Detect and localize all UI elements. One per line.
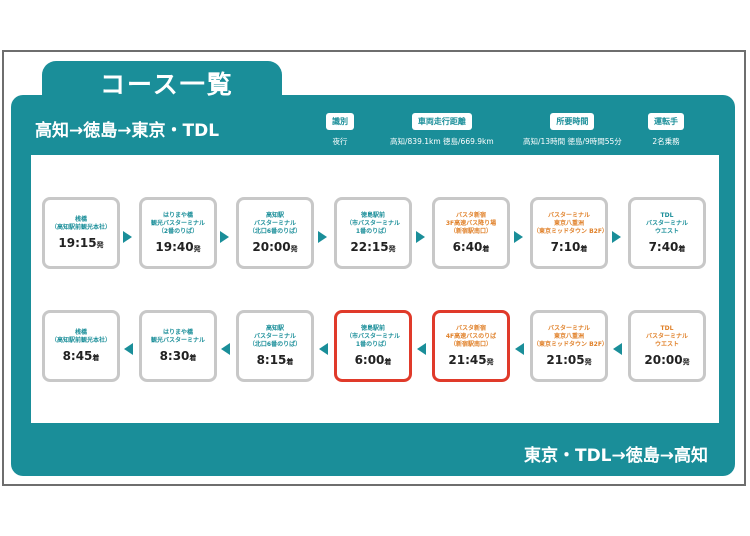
- stop-name: バスタ新宿 3F高速バス降り場 （新宿駅南口）: [445, 212, 497, 235]
- outbound-stop-1: 桟橋 （高知駅前観光本社） 19:15発: [42, 197, 120, 269]
- arrow-right-icon: [612, 231, 621, 243]
- info-type: 識別 夜行: [326, 113, 354, 147]
- return-stop-5: バスタ新宿 4F高速バスのりば （新宿駅南口） 21:45発: [432, 310, 510, 382]
- info-driver-value: 2名乗務: [652, 137, 680, 146]
- arrow-left-icon: [319, 343, 328, 355]
- info-driver-label: 運転手: [648, 113, 684, 130]
- stop-name: 高知駅 バスターミナル （北口6番のりば）: [248, 212, 302, 235]
- arrow-left-icon: [417, 343, 426, 355]
- return-route-title: 東京・TDL→徳島→高知: [523, 446, 708, 466]
- stop-name: TDL バスターミナル ウエスト: [645, 212, 688, 235]
- stop-name: 桟橋 （高知駅前観光本社）: [50, 216, 111, 231]
- info-distance-label: 車両走行距離: [411, 113, 472, 130]
- outbound-stop-5: バスタ新宿 3F高速バス降り場 （新宿駅南口） 6:40着: [432, 197, 510, 269]
- stop-name: 徳島駅前 （市バスターミナル 1番のりば）: [345, 325, 400, 348]
- stop-time: 7:10着: [550, 240, 588, 254]
- tab-title: コース一覧: [100, 70, 234, 99]
- stop-name: はりまや橋 観光バスターミナル: [150, 329, 205, 344]
- stop-time: 8:30着: [159, 349, 197, 363]
- info-duration: 所要時間 高知/13時間 徳島/9時間55分: [523, 113, 622, 147]
- stop-time: 20:00発: [252, 240, 298, 254]
- outbound-route-title: 高知→徳島→東京・TDL: [35, 121, 220, 141]
- info-duration-value: 高知/13時間 徳島/9時間55分: [523, 137, 622, 146]
- stop-name: 桟橋 （高知駅前観光本社）: [50, 329, 111, 344]
- stop-time: 7:40着: [648, 240, 686, 254]
- outbound-stop-3: 高知駅 バスターミナル （北口6番のりば） 20:00発: [236, 197, 314, 269]
- return-stop-6: バスターミナル 東京八重洲 （東京ミッドタウン B2F） 21:05発: [530, 310, 608, 382]
- stop-time: 8:15着: [256, 353, 294, 367]
- return-stop-7: TDL バスターミナル ウエスト 20:00発: [628, 310, 706, 382]
- outbound-stop-7: TDL バスターミナル ウエスト 7:40着: [628, 197, 706, 269]
- return-stop-2: はりまや橋 観光バスターミナル 8:30着: [139, 310, 217, 382]
- outbound-stop-6: バスターミナル 東京八重洲 （東京ミッドタウン B2F） 7:10着: [530, 197, 608, 269]
- info-type-label: 識別: [326, 113, 354, 130]
- stop-time: 6:00着: [354, 353, 392, 367]
- return-stop-4: 徳島駅前 （市バスターミナル 1番のりば） 6:00着: [334, 310, 412, 382]
- arrow-left-icon: [515, 343, 524, 355]
- stop-time: 19:15発: [58, 236, 104, 250]
- stop-time: 6:40着: [452, 240, 490, 254]
- arrow-right-icon: [514, 231, 523, 243]
- stop-time: 21:45発: [448, 353, 494, 367]
- timeline-area: [31, 155, 719, 423]
- stop-name: バスターミナル 東京八重洲 （東京ミッドタウン B2F）: [533, 212, 608, 235]
- stop-name: はりまや橋 観光バスターミナル （2番のりば）: [150, 212, 205, 235]
- info-distance: 車両走行距離 高知/839.1km 徳島/669.9km: [390, 113, 494, 147]
- info-driver: 運転手 2名乗務: [648, 113, 684, 147]
- info-duration-label: 所要時間: [550, 113, 595, 130]
- return-stop-1: 桟橋 （高知駅前観光本社） 8:45着: [42, 310, 120, 382]
- stop-name: バスターミナル 東京八重洲 （東京ミッドタウン B2F）: [533, 325, 608, 348]
- stop-time: 20:00発: [644, 353, 690, 367]
- arrow-right-icon: [220, 231, 229, 243]
- stop-time: 19:40発: [155, 240, 201, 254]
- arrow-right-icon: [416, 231, 425, 243]
- arrow-left-icon: [613, 343, 622, 355]
- stop-name: バスタ新宿 4F高速バスのりば （新宿駅南口）: [445, 325, 497, 348]
- stop-time: 8:45着: [62, 349, 100, 363]
- info-type-value: 夜行: [332, 137, 348, 146]
- info-distance-value: 高知/839.1km 徳島/669.9km: [390, 137, 494, 146]
- stop-name: TDL バスターミナル ウエスト: [645, 325, 688, 348]
- arrow-left-icon: [221, 343, 230, 355]
- stop-name: 徳島駅前 （市バスターミナル 1番のりば）: [345, 212, 400, 235]
- stop-time: 21:05発: [546, 353, 592, 367]
- stop-name: 高知駅 バスターミナル （北口6番のりば）: [248, 325, 302, 348]
- arrow-right-icon: [318, 231, 327, 243]
- return-stop-3: 高知駅 バスターミナル （北口6番のりば） 8:15着: [236, 310, 314, 382]
- course-list-tab: コース一覧: [42, 61, 282, 105]
- outbound-stop-2: はりまや橋 観光バスターミナル （2番のりば） 19:40発: [139, 197, 217, 269]
- stop-time: 22:15発: [350, 240, 396, 254]
- outbound-stop-4: 徳島駅前 （市バスターミナル 1番のりば） 22:15発: [334, 197, 412, 269]
- arrow-left-icon: [124, 343, 133, 355]
- arrow-right-icon: [123, 231, 132, 243]
